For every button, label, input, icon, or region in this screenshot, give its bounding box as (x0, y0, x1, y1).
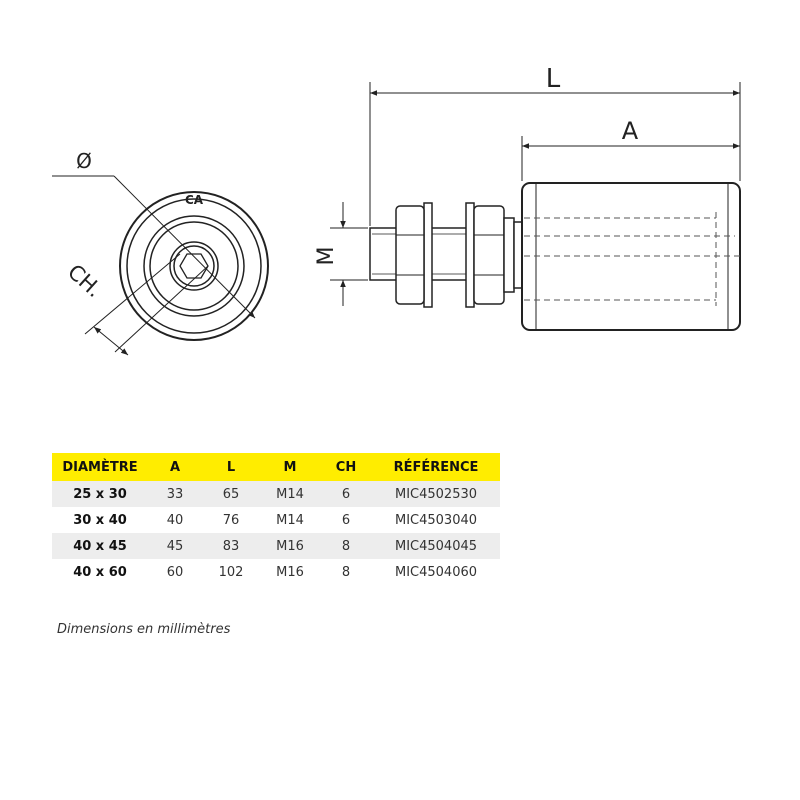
cell-m: M16 (260, 533, 320, 559)
cell-ch: 8 (320, 533, 372, 559)
cell-diametre: 40 x 45 (52, 533, 148, 559)
ch-label: CH. (63, 260, 106, 302)
cell-a: 33 (148, 481, 202, 507)
spec-table: DIAMÈTRE A L M CH RÉFÉRENCE 25 x 30 33 6… (52, 453, 500, 585)
a-label: A (622, 117, 639, 145)
header-ch: CH (320, 453, 372, 481)
table-row: 40 x 45 45 83 M16 8 MIC4504045 (52, 533, 500, 559)
cell-reference: MIC4504045 (372, 533, 500, 559)
table-row: 25 x 30 33 65 M14 6 MIC4502530 (52, 481, 500, 507)
cell-diametre: 30 x 40 (73, 512, 127, 528)
cell-m: M14 (260, 481, 320, 507)
cell-ch: 8 (341, 564, 351, 580)
a-dimension (521, 136, 740, 181)
diameter-leader (52, 175, 256, 319)
cell-reference: MIC4504060 (394, 564, 478, 580)
header-l: L (202, 453, 260, 481)
l-dimension (369, 82, 741, 226)
cell-a: 40 (166, 512, 184, 528)
technical-drawing: CA Ø CH. (52, 64, 742, 356)
diameter-label: Ø (76, 149, 92, 173)
m-label: M (314, 247, 339, 266)
cell-ch: 6 (320, 481, 372, 507)
table-header-row: DIAMÈTRE A L M CH RÉFÉRENCE (52, 453, 500, 481)
cell-l: 65 (202, 481, 260, 507)
table-row: 30 x 40 40 76 M14 6 MIC4503040 (52, 507, 500, 533)
cell-reference: MIC4502530 (372, 481, 500, 507)
m-dimension (330, 202, 368, 306)
header-m: M (260, 453, 320, 481)
cell-a: 60 (166, 564, 184, 580)
cell-l: 102 (218, 564, 244, 580)
header-a: A (148, 453, 202, 481)
ch-dimension (84, 253, 209, 356)
cell-l: 83 (202, 533, 260, 559)
wheel-front-view (119, 191, 269, 341)
cell-diametre: 40 x 60 (73, 564, 127, 580)
logo-mark: CA (185, 193, 204, 207)
roller-side-view (369, 182, 741, 331)
l-label: L (546, 64, 561, 94)
hidden-lines (524, 212, 742, 306)
cell-m: M14 (276, 512, 304, 528)
cell-m: M16 (276, 564, 304, 580)
header-reference: RÉFÉRENCE (372, 453, 500, 481)
cell-a: 45 (148, 533, 202, 559)
table-row: 40 x 60 60 102 M16 8 MIC4504060 (52, 559, 500, 585)
cell-diametre: 25 x 30 (52, 481, 148, 507)
cell-reference: MIC4503040 (394, 512, 478, 528)
header-diametre: DIAMÈTRE (52, 453, 148, 481)
cell-ch: 6 (341, 512, 351, 528)
cell-l: 76 (222, 512, 240, 528)
footnote: Dimensions en millimètres (57, 622, 231, 637)
